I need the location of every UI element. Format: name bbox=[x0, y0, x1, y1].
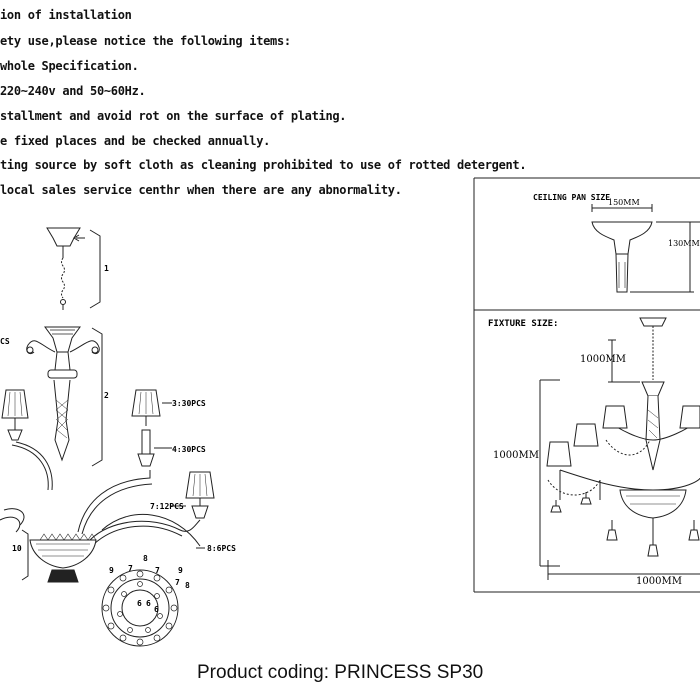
ring-number: 6 bbox=[137, 599, 142, 608]
instruction-line: e fixed places and be checked annually. bbox=[0, 133, 271, 149]
group-label: 2 bbox=[104, 391, 109, 400]
ceiling-pan-drawing bbox=[591, 204, 700, 293]
bracket-2 bbox=[91, 327, 103, 467]
ring-number: 9 bbox=[109, 566, 114, 575]
bowl bbox=[29, 533, 97, 583]
fixture-drop: 1000MM bbox=[580, 354, 626, 365]
bracket-10 bbox=[21, 529, 29, 581]
ring-number: 8 bbox=[185, 581, 190, 590]
instruction-line: whole Specification. bbox=[0, 58, 139, 74]
callout-label: 3:30PCS bbox=[172, 399, 206, 408]
bracket-1 bbox=[89, 229, 101, 309]
ceiling-pan-width: 150MM bbox=[608, 198, 640, 207]
callout-label: 8:6PCS bbox=[207, 544, 236, 553]
instruction-line: ting source by soft cloth as cleaning pr… bbox=[0, 157, 527, 173]
lamp-upper-right bbox=[131, 389, 172, 467]
instruction-line: ety use,please notice the following item… bbox=[0, 33, 291, 49]
fixture-height: 1000MM bbox=[493, 450, 539, 461]
ceiling-pan-height: 130MM bbox=[668, 239, 700, 248]
group-label: 10 bbox=[12, 544, 22, 553]
ring-number: 7 bbox=[128, 564, 133, 573]
instruction-line: stallment and avoid rot on the surface o… bbox=[0, 108, 347, 124]
ceiling-cup-chain bbox=[46, 227, 85, 310]
ring-number: 9 bbox=[178, 566, 183, 575]
instruction-line: local sales service centhr when there ar… bbox=[0, 182, 402, 198]
central-column bbox=[26, 326, 100, 462]
parts-diagram bbox=[0, 227, 215, 647]
callout-label: 7:12PCS bbox=[150, 502, 184, 511]
ring-number: 6 bbox=[154, 605, 159, 614]
fixture-drawing bbox=[539, 317, 700, 580]
fixture-title: FIXTURE SIZE: bbox=[488, 319, 558, 329]
sweeping-arms bbox=[0, 441, 205, 549]
instruction-line: 220~240v and 50~60Hz. bbox=[0, 83, 146, 99]
ring-number: 6 bbox=[146, 599, 151, 608]
ceiling-pan-title: CEILING PAN SIZE bbox=[533, 193, 610, 202]
lamp-lower-right bbox=[170, 471, 215, 519]
product-caption: Product coding: PRINCESS SP30 bbox=[197, 662, 484, 683]
spec-box bbox=[473, 177, 700, 593]
ring-number: 7 bbox=[175, 578, 180, 587]
callout-label: 4:30PCS bbox=[172, 445, 206, 454]
fixture-width: 1000MM bbox=[636, 576, 682, 587]
bead-ring bbox=[101, 569, 179, 647]
lamp-left bbox=[1, 389, 29, 441]
group-label: 1 bbox=[104, 264, 109, 273]
ring-number: 8 bbox=[143, 554, 148, 563]
ring-number: 7 bbox=[155, 566, 160, 575]
instruction-line: ion of installation bbox=[0, 7, 132, 23]
callout-label: CS bbox=[0, 337, 10, 346]
